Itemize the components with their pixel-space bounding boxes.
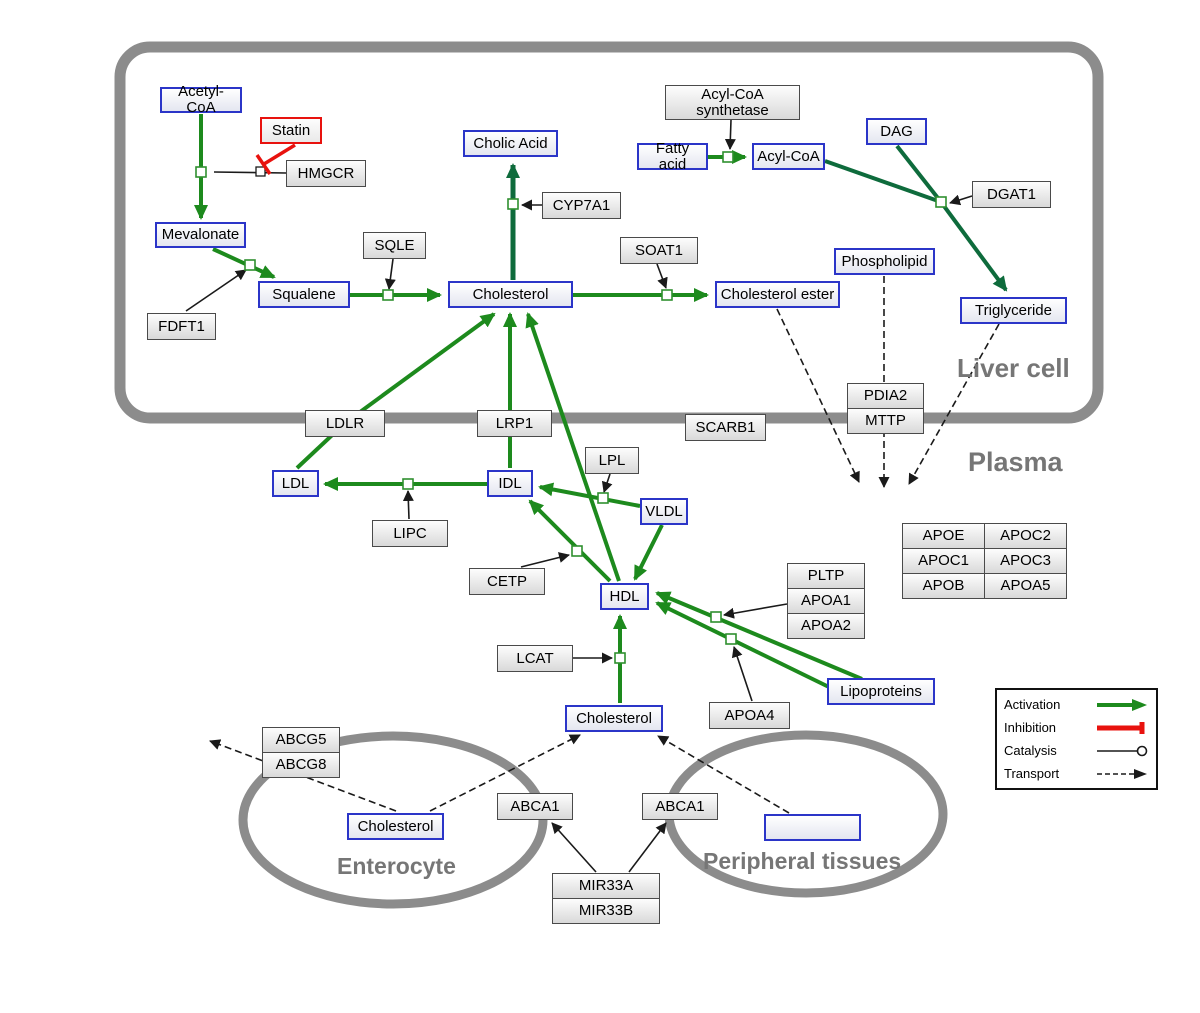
node-hmgcr[interactable]: HMGCR <box>286 160 366 187</box>
node-abcg5[interactable]: ABCG5 <box>262 727 340 753</box>
node-sqle[interactable]: SQLE <box>363 232 426 259</box>
node-cyp7a1[interactable]: CYP7A1 <box>542 192 621 219</box>
node-mevalonate[interactable]: Mevalonate <box>155 222 246 248</box>
apo-table-cell-apob[interactable]: APOB <box>902 573 985 599</box>
legend-activation-label: Activation <box>1004 697 1061 712</box>
legend-catalysis-label: Catalysis <box>1004 743 1057 758</box>
node-cholesterol-ester[interactable]: Cholesterol ester <box>715 281 840 308</box>
node-ldl[interactable]: LDL <box>272 470 319 497</box>
node-apoa1[interactable]: APOA1 <box>787 588 865 614</box>
catalysis-node-square <box>255 166 266 177</box>
enterocyte-membrane <box>238 731 548 909</box>
inhibition-edge <box>255 143 296 175</box>
node-cholic-acid[interactable]: Cholic Acid <box>463 130 558 157</box>
liver-cell-membrane <box>114 41 1104 424</box>
node-cetp[interactable]: CETP <box>469 568 545 595</box>
node-mttp[interactable]: MTTP <box>847 408 924 434</box>
node-apoa4[interactable]: APOA4 <box>709 702 790 729</box>
node-lipc[interactable]: LIPC <box>372 520 448 547</box>
node-hdl[interactable]: HDL <box>600 583 649 610</box>
node-lrp1[interactable]: LRP1 <box>477 410 552 437</box>
legend-row-activation: Activation <box>1004 697 1149 712</box>
node-lipoproteins[interactable]: Lipoproteins <box>827 678 935 705</box>
apo-table-cell-apoe[interactable]: APOE <box>902 523 985 549</box>
legend-row-transport: Transport <box>1004 766 1149 781</box>
node-cholesterol-plasma[interactable]: Cholesterol <box>565 705 663 732</box>
node-abcg8[interactable]: ABCG8 <box>262 752 340 778</box>
node-fdft1[interactable]: FDFT1 <box>147 313 216 340</box>
liver-cell-label: Liver cell <box>957 353 1070 383</box>
legend-row-catalysis: Catalysis <box>1004 743 1149 758</box>
plasma-label: Plasma <box>968 447 1063 477</box>
node-cholesterol-peripheral[interactable] <box>764 814 861 841</box>
node-squalene[interactable]: Squalene <box>258 281 350 308</box>
node-statin[interactable]: Statin <box>260 117 322 144</box>
node-idl[interactable]: IDL <box>487 470 533 497</box>
legend-transport-label: Transport <box>1004 766 1060 781</box>
node-phospholipid[interactable]: Phospholipid <box>834 248 935 275</box>
dark-green-edges <box>506 144 1008 292</box>
node-acetyl-coa[interactable]: Acetyl-CoA <box>160 84 242 115</box>
apo-table-cell-apoc3[interactable]: APOC3 <box>984 548 1067 574</box>
node-dgat1[interactable]: DGAT1 <box>972 181 1051 208</box>
node-acyl-coa[interactable]: Acyl-CoA <box>752 143 825 170</box>
apo-table-cell-apoc2[interactable]: APOC2 <box>984 523 1067 549</box>
node-pltp[interactable]: PLTP <box>787 563 865 589</box>
node-ldlr[interactable]: LDLR <box>305 410 385 437</box>
inhibition-tbar-icon <box>1097 721 1145 734</box>
legend-inhibition-label: Inhibition <box>1004 720 1057 735</box>
transport-dashed-arrow-icon <box>1097 768 1147 779</box>
node-pdia2[interactable]: PDIA2 <box>847 383 924 409</box>
node-abca1-enterocyte[interactable]: ABCA1 <box>497 793 573 820</box>
apo-table-cell-apoc1[interactable]: APOC1 <box>902 548 985 574</box>
activation-arrow-icon <box>1097 698 1147 711</box>
node-scarb1[interactable]: SCARB1 <box>685 414 766 441</box>
node-acyl-coa-synthetase[interactable]: Acyl-CoA synthetase <box>665 85 800 120</box>
catalysis-edges <box>185 119 973 873</box>
node-fatty-acid[interactable]: Fatty acid <box>637 140 708 172</box>
node-apoa2[interactable]: APOA2 <box>787 613 865 639</box>
reaction-nodes <box>195 151 947 664</box>
activation-edges <box>194 114 863 703</box>
node-cholesterol-liver[interactable]: Cholesterol <box>448 281 573 308</box>
node-abca1-peripheral[interactable]: ABCA1 <box>642 793 718 820</box>
apo-table-cell-apoa5[interactable]: APOA5 <box>984 573 1067 599</box>
catalysis-circle-icon <box>1097 745 1148 756</box>
node-mir33b[interactable]: MIR33B <box>552 898 660 924</box>
node-soat1[interactable]: SOAT1 <box>620 237 698 264</box>
node-cholesterol-enterocyte[interactable]: Cholesterol <box>347 813 444 840</box>
node-mir33a[interactable]: MIR33A <box>552 873 660 899</box>
node-lpl[interactable]: LPL <box>585 447 639 474</box>
node-triglyceride[interactable]: Triglyceride <box>960 297 1067 324</box>
legend-row-inhibition: Inhibition <box>1004 720 1149 735</box>
node-lcat[interactable]: LCAT <box>497 645 573 672</box>
legend: Activation Inhibition Catalysis Transpor… <box>995 688 1158 790</box>
node-vldl[interactable]: VLDL <box>640 498 688 525</box>
enterocyte-label: Enterocyte <box>337 853 456 879</box>
peripheral-tissues-label: Peripheral tissues <box>703 848 902 874</box>
node-dag[interactable]: DAG <box>866 118 927 145</box>
